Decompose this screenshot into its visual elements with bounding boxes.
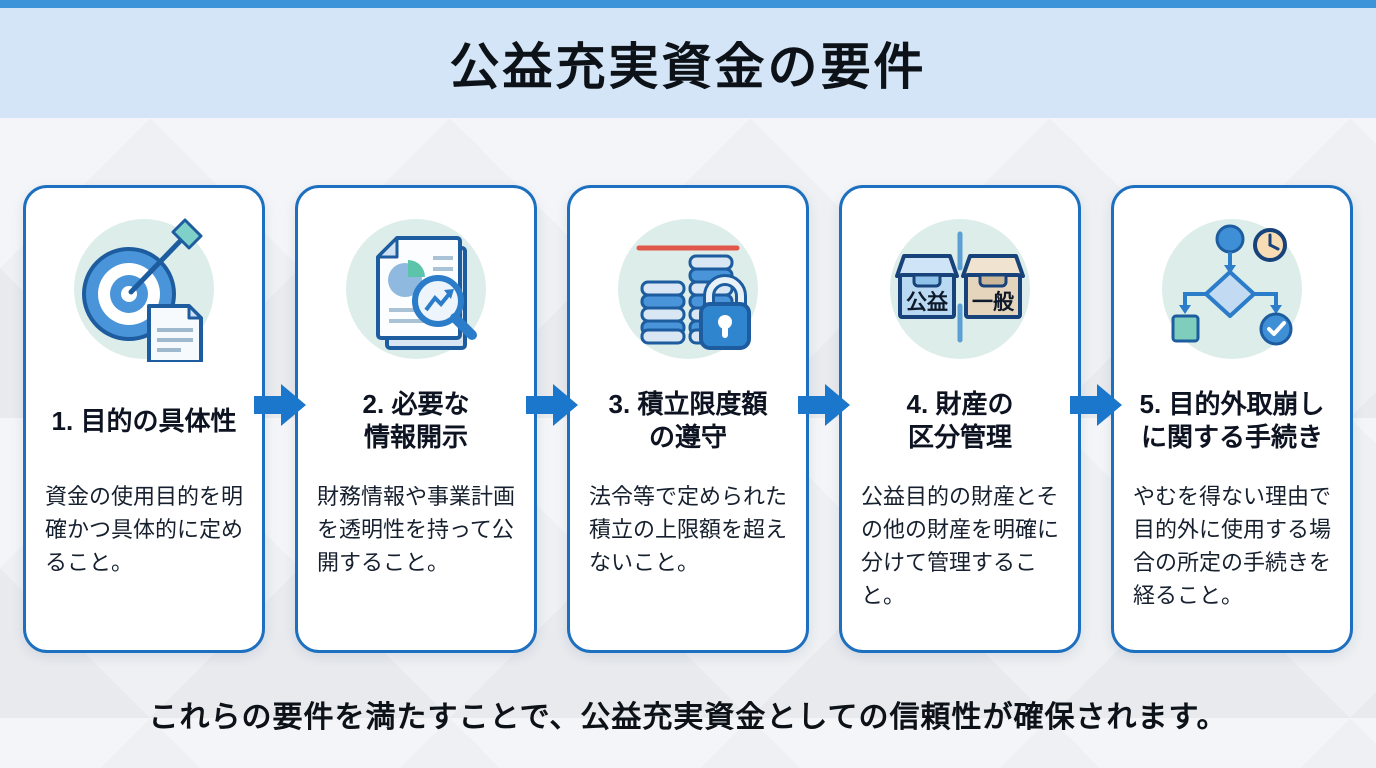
- general-box-label: 一般: [972, 290, 1015, 314]
- conclusion-text: これらの要件を満たすことで、公益充実資金としての信頼性が確保されます。: [148, 701, 1228, 734]
- card-heading: 5. 目的外取崩し に関する手続き: [1139, 389, 1325, 452]
- card-description: 資金の使用目的を明確かつ具体的に定めること。: [45, 484, 244, 575]
- report-magnifier-icon: [339, 210, 493, 370]
- card-withdrawal-procedure: 5. 目的外取崩し に関する手続き やむを得ない理由で目的外に使用する場合の所定…: [1111, 185, 1353, 653]
- right-arrow-icon: [798, 384, 850, 426]
- card-heading: 2. 必要な 情報開示: [362, 389, 470, 452]
- coin-stacks-limit-lock-icon: [611, 210, 765, 370]
- connector-4: [1070, 185, 1122, 653]
- card-information-disclosure: 2. 必要な 情報開示 財務情報や事業計画を透明性を持って公開すること。: [295, 185, 537, 653]
- requirements-row: 1. 目的の具体性 資金の使用目的を明確かつ具体的に定めること。: [0, 185, 1376, 653]
- right-arrow-icon: [1070, 384, 1122, 426]
- page-title: 公益充実資金の要件: [449, 39, 927, 95]
- public-box-label: 公益: [906, 290, 949, 314]
- card-description: 公益目的の財産とその他の財産を明確に分けて管理すること。: [861, 484, 1060, 608]
- card-description: 法令等で定められた積立の上限額を超えないこと。: [589, 484, 788, 575]
- card-description: 財務情報や事業計画を透明性を持って公開すること。: [317, 484, 516, 575]
- card-heading: 3. 積立限度額 の遵守: [608, 389, 768, 452]
- card-asset-segregation: 公益 一般 4. 財産の 区分管理 公益目的の財産とその他の財産を明確に分けて管…: [839, 185, 1081, 653]
- right-arrow-icon: [526, 384, 578, 426]
- right-arrow-icon: [254, 384, 306, 426]
- card-description: やむを得ない理由で目的外に使用する場合の所定の手続きを経ること。: [1133, 484, 1332, 608]
- top-accent-strip: [0, 0, 1376, 8]
- card-accumulation-limit: 3. 積立限度額 の遵守 法令等で定められた積立の上限額を超えないこと。: [567, 185, 809, 653]
- card-purpose-specificity: 1. 目的の具体性 資金の使用目的を明確かつ具体的に定めること。: [23, 185, 265, 653]
- connector-1: [254, 185, 306, 653]
- connector-2: [526, 185, 578, 653]
- card-heading: 1. 目的の具体性: [51, 405, 237, 436]
- connector-3: [798, 185, 850, 653]
- flowchart-clock-icon: [1155, 210, 1309, 370]
- target-arrow-document-icon: [67, 210, 221, 370]
- separated-boxes-icon: 公益 一般: [883, 210, 1037, 370]
- card-heading: 4. 財産の 区分管理: [906, 389, 1014, 452]
- title-banner: 公益充実資金の要件: [0, 8, 1376, 118]
